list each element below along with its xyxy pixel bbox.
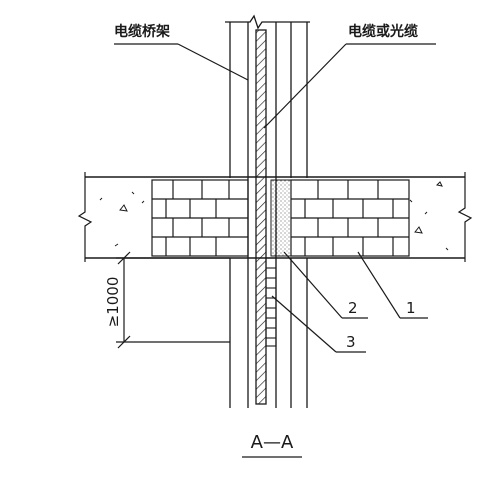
cable-or-fiber-label: 电缆或光缆 bbox=[348, 23, 418, 40]
cable-tray-label: 电缆桥架 bbox=[114, 23, 170, 40]
concrete-aggregate-marks bbox=[99, 181, 449, 251]
cable-bundle bbox=[255, 29, 267, 405]
fire-stop-filler bbox=[270, 179, 292, 257]
callout-1: 1 bbox=[406, 299, 416, 317]
brick-blocks-right bbox=[290, 179, 410, 257]
callout-2: 2 bbox=[348, 299, 358, 317]
callout-3: 3 bbox=[346, 333, 356, 351]
dimension-line bbox=[116, 251, 230, 349]
section-title: A—A bbox=[251, 432, 294, 453]
brick-blocks-left bbox=[151, 179, 249, 257]
fireproof-wrap bbox=[265, 257, 277, 347]
dimension-label: ≥1000 bbox=[104, 277, 122, 328]
